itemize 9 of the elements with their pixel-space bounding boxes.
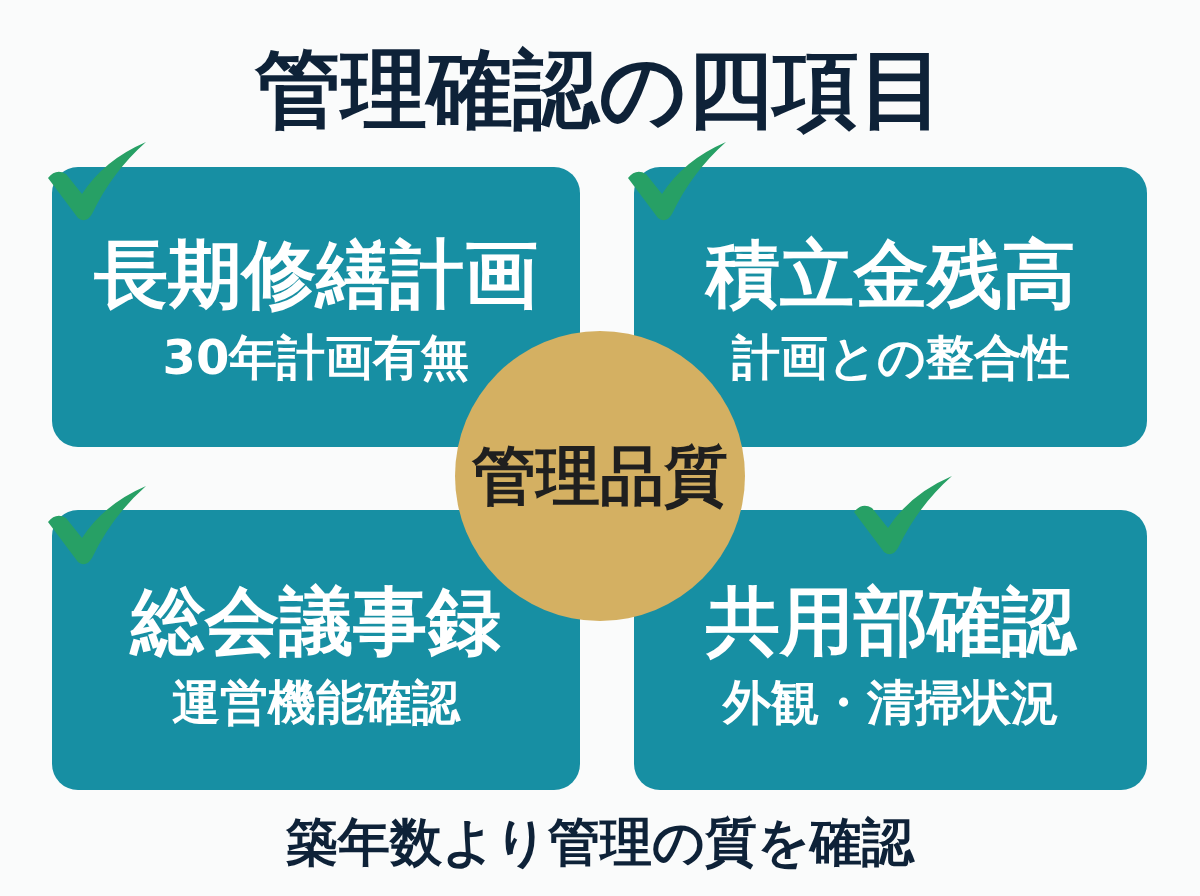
caption: 築年数より管理の質を確認 bbox=[286, 816, 914, 868]
card-subtitle: 30年計画有無 bbox=[162, 333, 470, 381]
card-heading: 総会議事録 bbox=[131, 584, 501, 658]
card-subtitle: 計画との整合性 bbox=[731, 333, 1070, 381]
card-heading: 共用部確認 bbox=[705, 584, 1076, 658]
card-heading: 長期修繕計画 bbox=[94, 237, 538, 311]
card-subtitle: 運営機能確認 bbox=[172, 678, 460, 726]
card-subtitle: 外観・清掃状況 bbox=[722, 678, 1059, 726]
card-heading: 積立金残高 bbox=[705, 237, 1076, 311]
